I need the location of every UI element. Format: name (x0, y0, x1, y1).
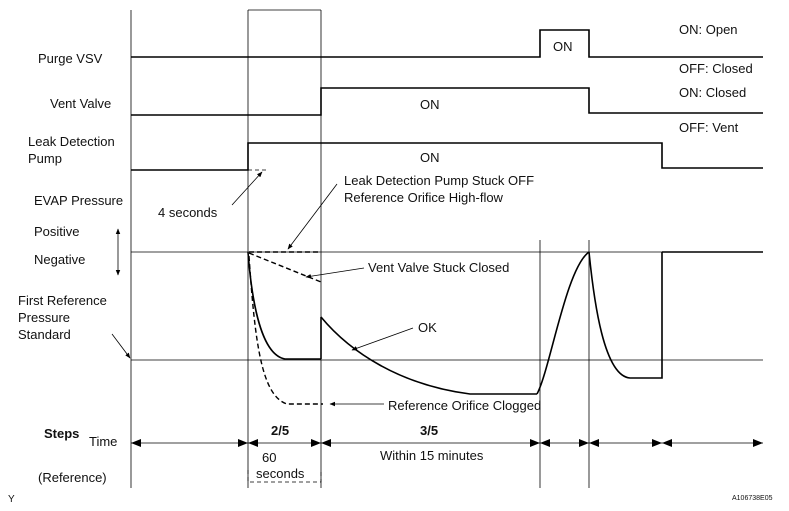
sixty-label: 60 (262, 450, 276, 465)
orifice-clogged-curve (248, 255, 323, 405)
vent-stuck-arrow (305, 267, 365, 279)
vent-off-state: OFF: Vent (679, 120, 739, 135)
vertical-gridlines (130, 9, 590, 488)
figure-code: A106738E05 (732, 495, 773, 502)
pressure-curves (247, 251, 763, 405)
ok-label: OK (418, 320, 437, 335)
seconds-label: seconds (256, 466, 305, 481)
first-ref-label-line2: Pressure (18, 310, 70, 325)
reference-label: (Reference) (38, 470, 107, 485)
ok-arrow (351, 327, 414, 351)
four-seconds-arrow (231, 171, 263, 206)
pump-stuck-arrow (287, 183, 338, 250)
step-2-5-label: 2/5 (271, 423, 289, 438)
leak-pump-label-line1: Leak Detection (28, 134, 115, 149)
pump-stuck-label-line1: Leak Detection Pump Stuck OFF (344, 173, 534, 188)
purge-on-state: ON: Open (679, 22, 738, 37)
first-reference-curve (247, 251, 321, 360)
purge-vsv-pulse-label: ON (553, 39, 573, 54)
negative-label: Negative (34, 252, 85, 267)
within-fifteen-minutes-label: Within 15 minutes (380, 448, 484, 463)
vent-valve-signal (131, 87, 763, 116)
purge-vsv-label: Purge VSV (38, 51, 103, 66)
four-seconds-label: 4 seconds (158, 205, 218, 220)
time-label: Time (89, 434, 117, 449)
positive-label: Positive (34, 224, 80, 239)
sixty-seconds-bracket (247, 470, 322, 483)
corner-mark: Y (8, 494, 15, 505)
vent-valve-label: Vent Valve (50, 96, 111, 111)
first-ref-label-line1: First Reference (18, 293, 107, 308)
ok-curve (320, 316, 537, 395)
orifice-clogged-label: Reference Orifice Clogged (388, 398, 541, 413)
leak-pump-label-line2: Pump (28, 151, 62, 166)
vent-stuck-curve (248, 252, 322, 283)
first-ref-label-line3: Standard (18, 327, 71, 342)
evap-pressure-label: EVAP Pressure (34, 193, 123, 208)
step-3-5-label: 3/5 (420, 423, 438, 438)
purge-rise-curve (536, 251, 590, 395)
pump-stuck-label-line2: Reference Orifice High-flow (344, 190, 504, 205)
purge-off-state: OFF: Closed (679, 61, 753, 76)
vent-valve-pulse-label: ON (420, 97, 440, 112)
first-ref-arrow (111, 333, 131, 359)
time-axis (131, 439, 763, 447)
steps-label: Steps (44, 426, 79, 441)
vent-stuck-label: Vent Valve Stuck Closed (368, 260, 509, 275)
vent-on-state: ON: Closed (679, 85, 746, 100)
second-reference-curve (588, 251, 663, 379)
leak-pump-pulse-label: ON (420, 150, 440, 165)
purge-vsv-signal (131, 29, 763, 58)
leak-pump-signal (131, 142, 763, 171)
